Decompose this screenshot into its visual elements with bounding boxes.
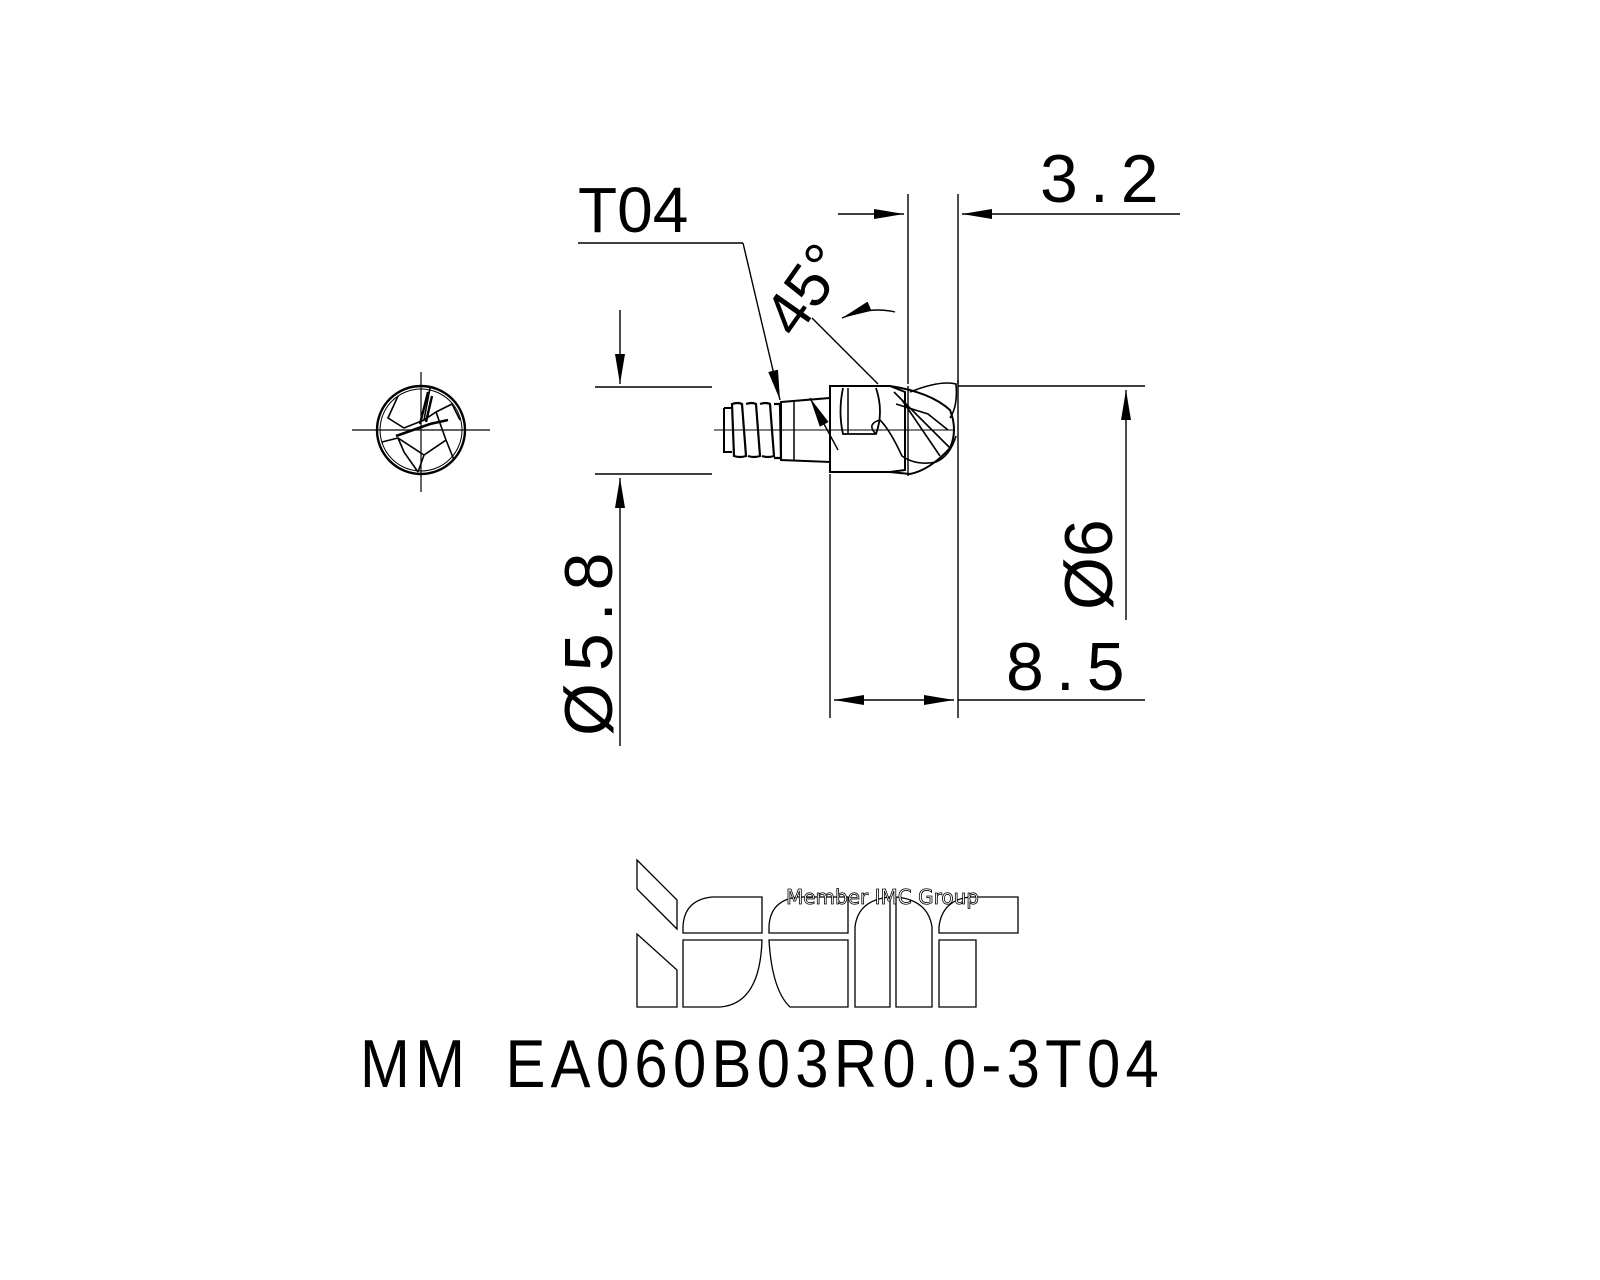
shank-diameter-label: Ø5.8 [551, 541, 627, 736]
logo-tagline: Member IMC Group [786, 885, 979, 909]
iscar-logo [636, 858, 1019, 1008]
part-prefix: MM [360, 1026, 471, 1102]
dimension-lines [578, 194, 1180, 746]
side-view [714, 382, 958, 476]
cutting-diameter-label: Ø6 [1051, 519, 1127, 610]
thread-size-label: T04 [578, 174, 688, 246]
head-length-label: 8.5 [1006, 629, 1137, 705]
part-number: EA060B03R0.0-3T04 [505, 1026, 1165, 1102]
end-view [352, 372, 490, 492]
chamfer-angle-label: 45° [751, 232, 861, 348]
flat-width-label: 3.2 [1040, 141, 1171, 217]
